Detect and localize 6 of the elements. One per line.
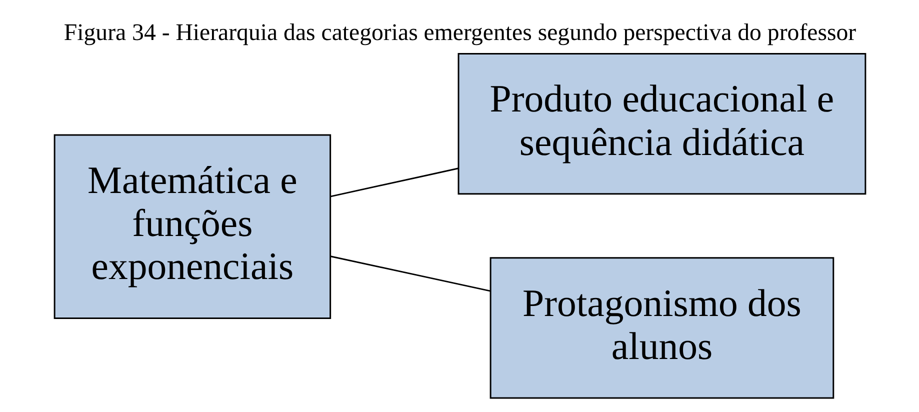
node-box: Produto educacional e sequência didática [457,52,866,194]
node-box: Matemática e funções exponenciais [53,134,331,319]
diagram-title: Figura 34 - Hierarquia das categorias emergentes segundo perspectiva do professor [63,20,856,46]
node-box: Protagonismo dos alunos [489,256,834,398]
connector [330,255,490,292]
connector [330,167,458,197]
